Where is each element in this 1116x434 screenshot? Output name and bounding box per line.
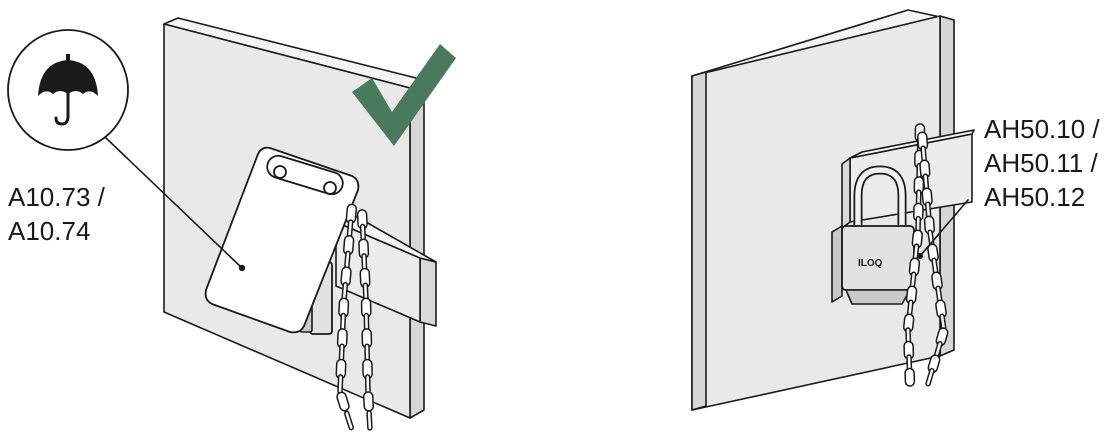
chain-link [344, 410, 354, 431]
chain-link [362, 391, 375, 412]
left-figure: A10.73 / A10.74 [7, 17, 456, 431]
left-product-label-line2: A10.74 [8, 216, 90, 246]
right-product-label-line3: AH50.12 [984, 182, 1085, 212]
chain-link [364, 374, 371, 395]
chain-link [925, 368, 935, 387]
left-chain [335, 203, 375, 431]
umbrella-icon [38, 54, 98, 126]
weather-cover [204, 146, 360, 334]
padlock-brand: ILOQ [858, 258, 883, 269]
checkmark-shape [352, 44, 456, 146]
left-leader-line [105, 137, 243, 269]
chain-link [366, 410, 373, 431]
right-product-label-line2: AH50.11 / [984, 148, 1098, 178]
chain-link [337, 374, 344, 395]
checkmark-icon [352, 44, 456, 146]
right-product-label-line1: AH50.10 / [984, 114, 1100, 144]
left-product-label-line1: A10.73 / [8, 182, 106, 212]
umbrella-badge [7, 29, 129, 151]
right-padlock: ILOQ [831, 165, 915, 305]
right-chain [903, 123, 949, 387]
right-door-panel [691, 9, 955, 411]
chain-link [336, 391, 350, 412]
right-hasp-bar [841, 129, 975, 229]
right-figure: ILOQ AH50.10 / AH50.11 / AH50.12 [691, 9, 1100, 411]
right-leader-line [919, 199, 969, 257]
chain-link [904, 367, 916, 387]
